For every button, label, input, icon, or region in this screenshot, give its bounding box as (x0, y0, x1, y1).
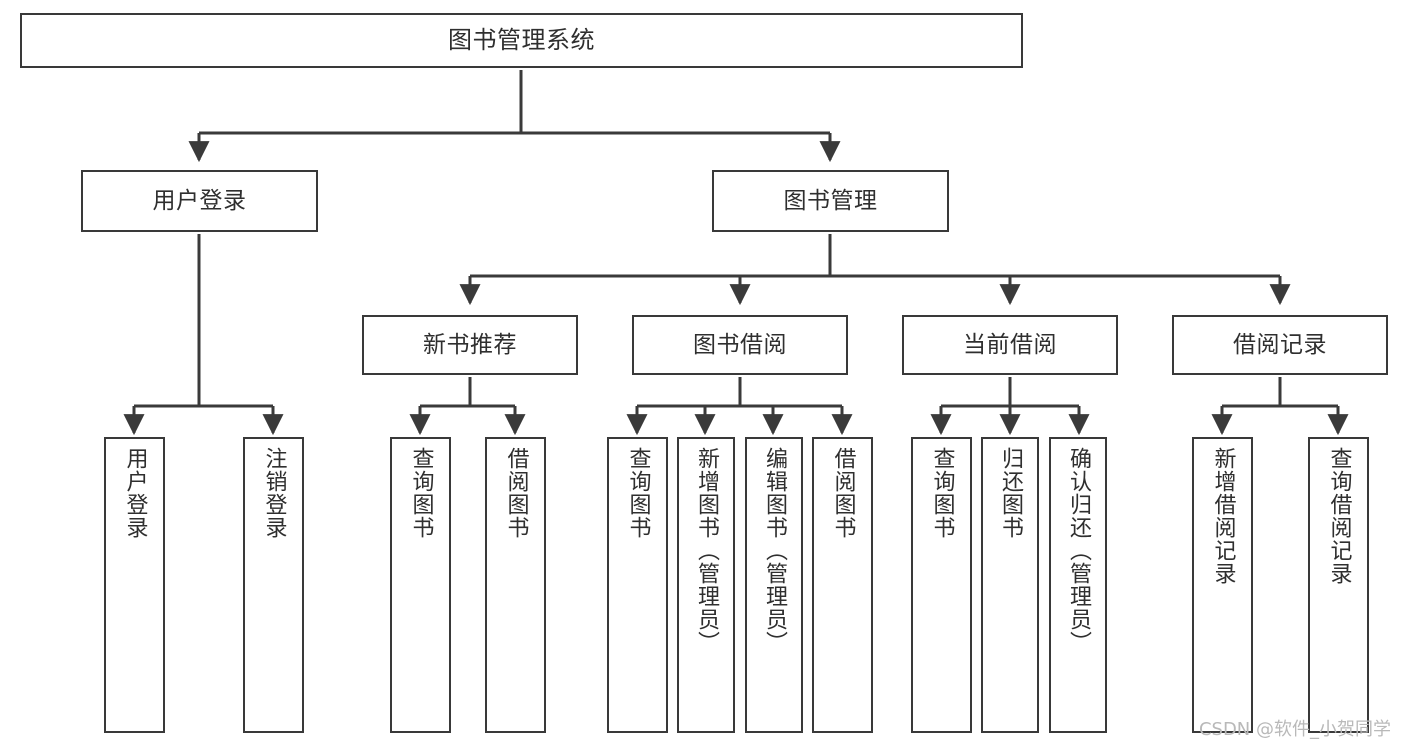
node-new-book-recommend[interactable]: 新书推荐 (362, 315, 578, 375)
node-label: 借阅图书 (503, 447, 529, 539)
leaf-book-borrow-query-book[interactable]: 查询图书 (607, 437, 668, 733)
node-label: 用户登录 (152, 187, 247, 214)
node-book-management[interactable]: 图书管理 (712, 170, 949, 232)
node-label: 图书管理 (783, 187, 878, 214)
node-label: 新增图书（管理员） (693, 447, 719, 654)
node-label: 归还图书 (997, 447, 1023, 539)
node-root-book-management-system[interactable]: 图书管理系统 (20, 13, 1023, 68)
node-label: 查询图书 (929, 447, 955, 539)
node-user-login[interactable]: 用户登录 (81, 170, 318, 232)
node-label: 新增借阅记录 (1210, 447, 1236, 585)
leaf-book-borrow-edit-book-admin[interactable]: 编辑图书（管理员） (745, 437, 803, 733)
leaf-book-borrow-add-book-admin[interactable]: 新增图书（管理员） (677, 437, 735, 733)
node-label: 查询借阅记录 (1326, 447, 1352, 585)
node-label: 新书推荐 (423, 331, 517, 358)
leaf-borrow-record-query-record[interactable]: 查询借阅记录 (1308, 437, 1369, 733)
node-label: 确认归还（管理员） (1065, 447, 1091, 654)
leaf-new-book-query-book[interactable]: 查询图书 (390, 437, 451, 733)
leaf-user-login-login[interactable]: 用户登录 (104, 437, 165, 733)
node-label: 图书借阅 (693, 331, 787, 358)
leaf-current-borrow-confirm-return-admin[interactable]: 确认归还（管理员） (1049, 437, 1107, 733)
leaf-borrow-record-add-record[interactable]: 新增借阅记录 (1192, 437, 1253, 733)
node-label: 查询图书 (625, 447, 651, 539)
node-label: 查询图书 (408, 447, 434, 539)
node-label: 借阅记录 (1233, 331, 1327, 358)
leaf-current-borrow-return-book[interactable]: 归还图书 (981, 437, 1039, 733)
node-current-borrow[interactable]: 当前借阅 (902, 315, 1118, 375)
node-label: 用户登录 (122, 447, 148, 539)
leaf-new-book-borrow-book[interactable]: 借阅图书 (485, 437, 546, 733)
leaf-user-login-logout[interactable]: 注销登录 (243, 437, 304, 733)
leaf-book-borrow-borrow-book[interactable]: 借阅图书 (812, 437, 873, 733)
node-label: 编辑图书（管理员） (761, 447, 787, 654)
node-label: 当前借阅 (963, 331, 1057, 358)
node-borrow-record[interactable]: 借阅记录 (1172, 315, 1388, 375)
leaf-current-borrow-query-book[interactable]: 查询图书 (911, 437, 972, 733)
watermark-csdn: CSDN @软件_小贺同学 (1198, 719, 1391, 740)
node-label: 图书管理系统 (448, 25, 595, 54)
node-book-borrow[interactable]: 图书借阅 (632, 315, 848, 375)
node-label: 借阅图书 (830, 447, 856, 539)
node-label: 注销登录 (261, 447, 287, 539)
